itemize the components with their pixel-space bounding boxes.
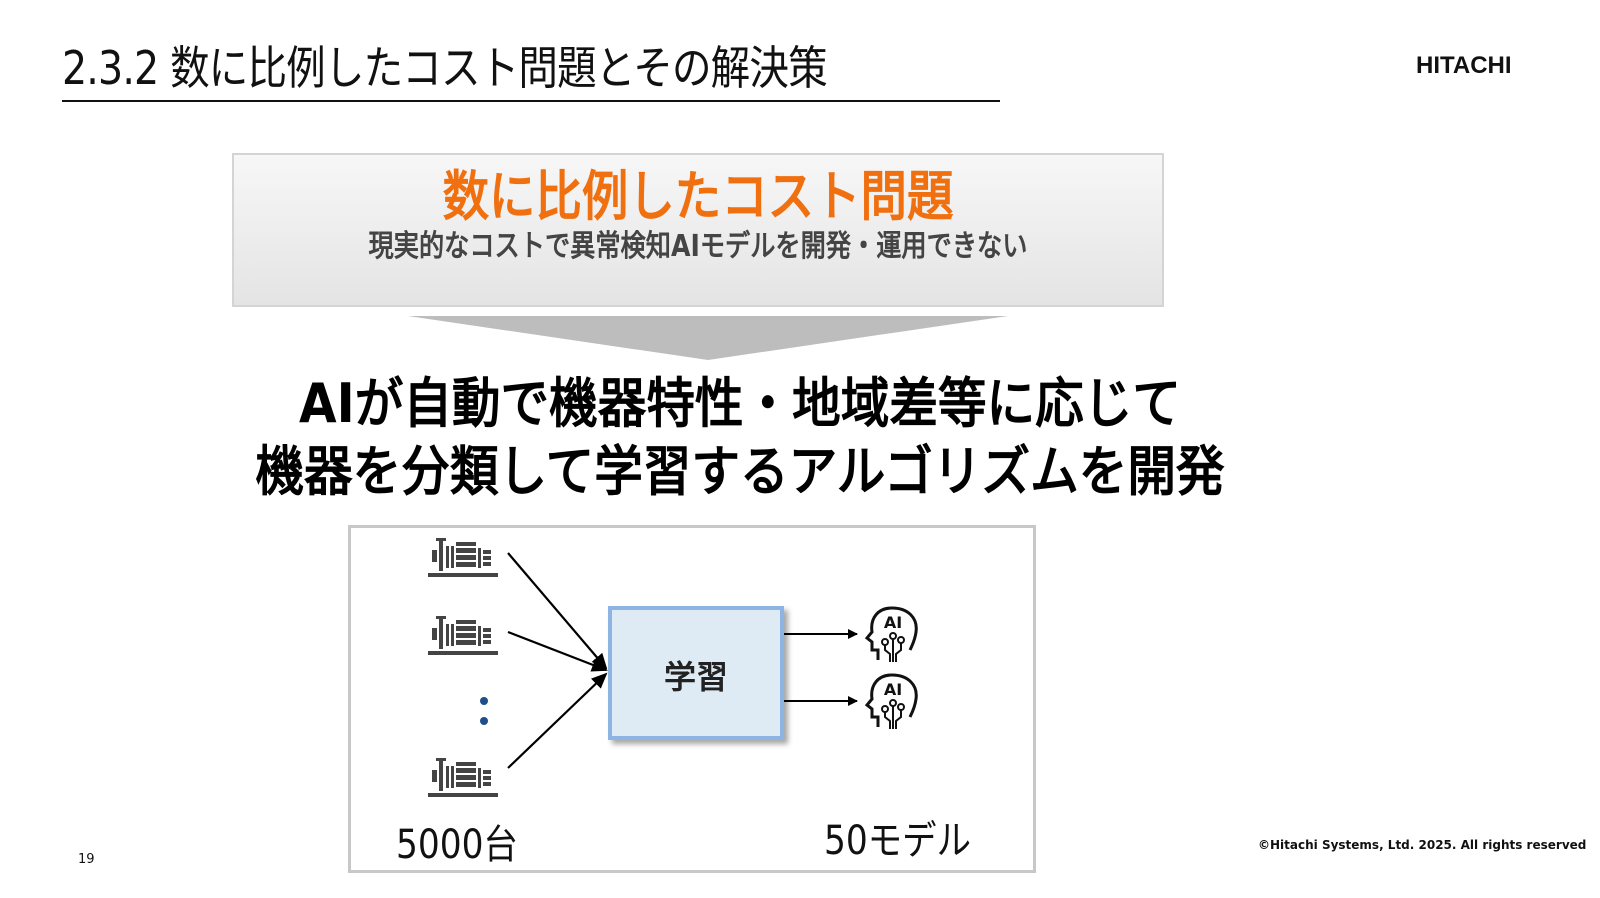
ellipsis-dot <box>480 717 488 725</box>
copyright-text: ©Hitachi Systems, Ltd. 2025. All rights … <box>1258 838 1587 852</box>
pump-icon <box>428 538 498 577</box>
problem-description: 現実的なコストで異常検知AIモデルを開発・運用できない <box>368 229 1028 264</box>
svg-text:AI: AI <box>884 613 902 632</box>
input-count-label: 5000台 <box>396 822 518 868</box>
ai-head-icon: AI <box>864 606 918 662</box>
learning-label: 学習 <box>663 658 728 696</box>
problem-box: 数に比例したコスト問題 現実的なコストで異常検知AIモデルを開発・運用できない <box>232 153 1164 307</box>
output-count-label: 50モデル <box>824 818 971 864</box>
solution-line-2: 機器を分類して学習するアルゴリズムを開発 <box>255 440 1225 503</box>
slide-title: 2.3.2 数に比例したコスト問題とその解決策 <box>62 41 828 95</box>
pump-icon <box>428 616 498 655</box>
solution-line-1: AIが自動で機器特性・地域差等に応じて <box>299 372 1181 435</box>
ellipsis-dot <box>480 697 488 705</box>
page-number: 19 <box>78 852 95 867</box>
hitachi-logo: HITACHI <box>1416 52 1512 79</box>
learning-process-box: 学習 <box>608 606 784 740</box>
pump-icon <box>428 758 498 797</box>
ai-head-icon: AI <box>864 673 918 729</box>
problem-heading: 数に比例したコスト問題 <box>442 165 954 228</box>
title-underline <box>62 100 1000 102</box>
down-arrow-icon <box>408 316 1008 360</box>
svg-text:AI: AI <box>884 680 902 699</box>
